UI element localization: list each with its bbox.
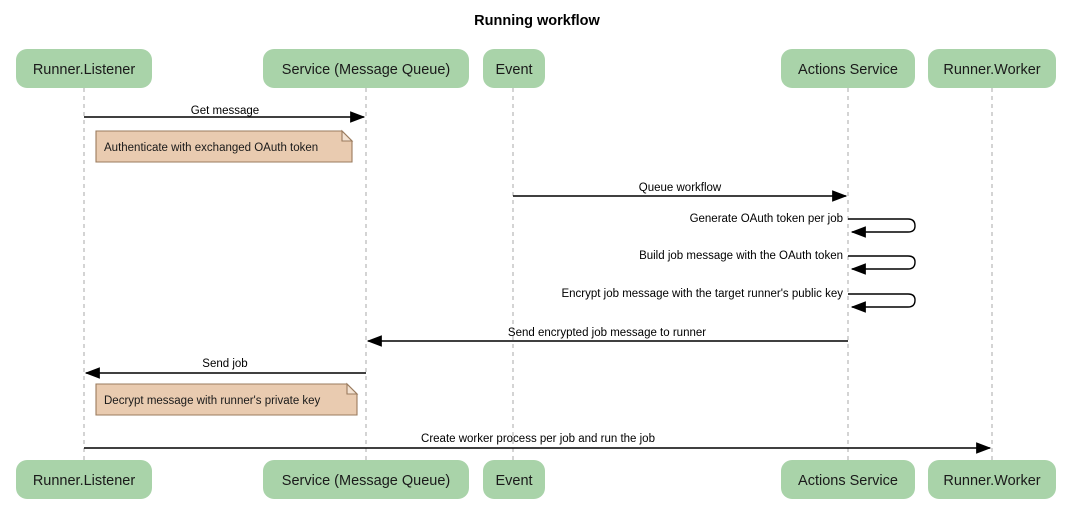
message-label: Generate OAuth token per job bbox=[690, 213, 843, 225]
message-generate-oauth-token[interactable]: Generate OAuth token per job bbox=[690, 213, 916, 238]
message-label: Build job message with the OAuth token bbox=[639, 250, 843, 262]
participant-event-top[interactable]: Event bbox=[483, 49, 545, 88]
participant-label: Event bbox=[495, 62, 532, 78]
lifelines-group bbox=[83, 88, 993, 460]
participant-label: Service (Message Queue) bbox=[282, 473, 450, 489]
participant-runner-listener-top[interactable]: Runner.Listener bbox=[16, 49, 152, 88]
participants-footer: Runner.Listener Service (Message Queue) … bbox=[16, 460, 1056, 499]
participant-box[interactable] bbox=[263, 460, 469, 499]
message-create-worker-process[interactable]: Create worker process per job and run th… bbox=[84, 433, 992, 454]
participant-box[interactable] bbox=[16, 49, 152, 88]
note-label: Decrypt message with runner's private ke… bbox=[104, 395, 321, 407]
message-encrypt-job-message[interactable]: Encrypt job message with the target runn… bbox=[561, 288, 916, 313]
message-label: Queue workflow bbox=[639, 182, 722, 194]
note-decrypt: Decrypt message with runner's private ke… bbox=[95, 382, 359, 416]
participant-actions-service-bottom[interactable]: Actions Service bbox=[781, 460, 915, 499]
note-fold-corner bbox=[341, 129, 354, 142]
message-label: Get message bbox=[191, 105, 259, 117]
note-label: Authenticate with exchanged OAuth token bbox=[104, 142, 318, 154]
participant-service-mq-bottom[interactable]: Service (Message Queue) bbox=[263, 460, 469, 499]
participant-box[interactable] bbox=[781, 49, 915, 88]
participant-label: Runner.Worker bbox=[943, 473, 1040, 489]
note-shape bbox=[95, 130, 353, 163]
message-get-message[interactable]: Get message bbox=[84, 105, 366, 123]
self-message-arrow[interactable] bbox=[848, 293, 916, 313]
participant-box[interactable] bbox=[483, 460, 545, 499]
message-send-encrypted-job-message[interactable]: Send encrypted job message to runner bbox=[366, 327, 848, 347]
self-message-arrow[interactable] bbox=[848, 218, 916, 238]
participant-box[interactable] bbox=[263, 49, 469, 88]
message-label: Send encrypted job message to runner bbox=[508, 327, 706, 339]
participant-label: Service (Message Queue) bbox=[282, 62, 450, 78]
message-label: Send job bbox=[202, 358, 247, 370]
participant-box[interactable] bbox=[16, 460, 152, 499]
participant-box[interactable] bbox=[928, 49, 1056, 88]
participant-box[interactable] bbox=[781, 460, 915, 499]
participant-box[interactable] bbox=[483, 49, 545, 88]
participant-label: Runner.Listener bbox=[33, 62, 136, 78]
participant-label: Event bbox=[495, 473, 532, 489]
participant-service-mq-top[interactable]: Service (Message Queue) bbox=[263, 49, 469, 88]
note-fold-corner bbox=[346, 382, 359, 395]
participant-label: Runner.Worker bbox=[943, 62, 1040, 78]
note-shape bbox=[95, 383, 358, 416]
participant-label: Runner.Listener bbox=[33, 473, 136, 489]
message-build-job-message[interactable]: Build job message with the OAuth token bbox=[639, 250, 916, 275]
participant-event-bottom[interactable]: Event bbox=[483, 460, 545, 499]
participant-label: Actions Service bbox=[798, 473, 898, 489]
self-message-arrow[interactable] bbox=[848, 255, 916, 275]
participant-label: Actions Service bbox=[798, 62, 898, 78]
message-send-job[interactable]: Send job bbox=[84, 358, 366, 379]
participants-header: Runner.Listener Service (Message Queue) … bbox=[16, 49, 1056, 88]
message-label: Create worker process per job and run th… bbox=[421, 433, 655, 445]
message-queue-workflow[interactable]: Queue workflow bbox=[513, 182, 848, 202]
page-title: Running workflow bbox=[474, 13, 600, 29]
message-label: Encrypt job message with the target runn… bbox=[561, 288, 843, 300]
participant-runner-worker-bottom[interactable]: Runner.Worker bbox=[928, 460, 1056, 499]
participant-runner-worker-top[interactable]: Runner.Worker bbox=[928, 49, 1056, 88]
participant-runner-listener-bottom[interactable]: Runner.Listener bbox=[16, 460, 152, 499]
participant-actions-service-top[interactable]: Actions Service bbox=[781, 49, 915, 88]
note-authenticate: Authenticate with exchanged OAuth token bbox=[95, 129, 354, 163]
participant-box[interactable] bbox=[928, 460, 1056, 499]
